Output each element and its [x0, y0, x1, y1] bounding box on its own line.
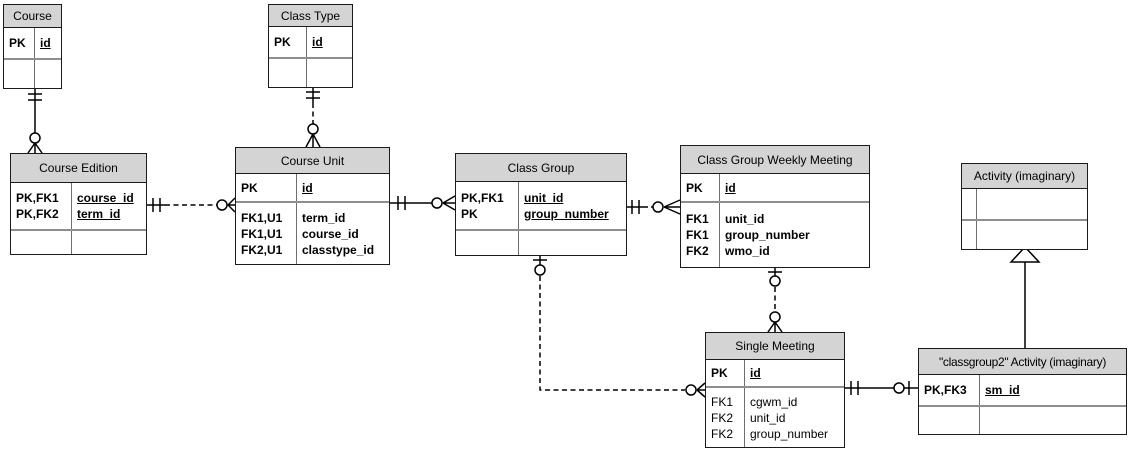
empty-section [919, 405, 1126, 434]
rel-single-meeting-to-classgroup2 [845, 381, 918, 395]
entity-classgroup2-activity: "classgroup2" Activity (imaginary) PK,FK… [918, 348, 1127, 435]
key-label: PK,FK3 [924, 383, 967, 397]
rel-course-edition-to-course-unit [147, 197, 236, 213]
key-label: PK [461, 206, 478, 221]
key-label: FK2 [711, 410, 734, 425]
attribute-row: PK id [681, 180, 869, 196]
attribute-row: PK group_number [456, 206, 626, 222]
key-label: FK2 [711, 426, 734, 441]
key-label: FK1,U1 [241, 210, 283, 225]
key-label: PK [711, 366, 728, 380]
attribute-row: FK2 group_number [706, 426, 844, 442]
key-label: PK [274, 35, 291, 49]
key-label: PK,FK1 [16, 191, 59, 205]
attribute-name: id [40, 36, 51, 50]
key-label: FK1 [686, 228, 709, 242]
attribute-name: term_id [77, 207, 121, 221]
attribute-name: term_id [302, 210, 346, 225]
entity-course-edition: Course Edition PK,FK1 course_id PK,FK2 t… [10, 153, 147, 255]
key-label: FK1 [711, 394, 734, 409]
attribute-row: PK id [269, 34, 352, 50]
empty-section [4, 58, 61, 88]
attribute-name: group_number [725, 228, 810, 242]
attribute-row: PK id [706, 365, 844, 381]
attribute-row: PK,FK1 unit_id [456, 190, 626, 206]
attribute-row: FK1,U1 term_id [236, 210, 389, 226]
attribute-row: FK1 group_number [681, 227, 869, 243]
entity-title: "classgroup2" Activity (imaginary) [919, 349, 1126, 375]
empty-section [962, 189, 1087, 219]
entity-title: Course Edition [11, 154, 146, 183]
entity-title: Class Group [456, 154, 626, 182]
attribute-row: PK,FK1 course_id [11, 190, 146, 206]
empty-section [456, 229, 626, 255]
entity-title: Single Meeting [706, 333, 844, 360]
rel-classgroup2-inherits-activity [1009, 245, 1041, 348]
entity-class-group-weekly-meeting: Class Group Weekly Meeting PK id FK1 uni… [680, 145, 870, 268]
attribute-row: FK1 unit_id [681, 211, 869, 227]
attribute-name: classtype_id [302, 242, 375, 257]
empty-section [962, 219, 1087, 249]
key-label: PK [9, 36, 26, 50]
key-label: PK [241, 180, 258, 195]
key-label: FK2,U1 [241, 242, 283, 257]
empty-section [269, 57, 352, 87]
attribute-row: PK id [236, 180, 389, 196]
key-label: PK,FK2 [16, 207, 59, 221]
attribute-name: id [750, 366, 761, 380]
rel-class-type-to-course-unit [305, 85, 321, 148]
attribute-name: group_number [750, 426, 829, 441]
key-label: FK1,U1 [241, 226, 283, 241]
entity-course-unit: Course Unit PK id FK1,U1 term_id FK1,U1 … [235, 147, 390, 265]
entity-title: Course Unit [236, 148, 389, 174]
attribute-name: wmo_id [725, 244, 770, 258]
attribute-row: FK1 cgwm_id [706, 394, 844, 410]
attribute-name: sm_id [985, 383, 1020, 397]
attribute-row: PK id [4, 35, 61, 51]
attribute-row: FK2 wmo_id [681, 243, 869, 259]
attribute-name: id [312, 35, 323, 49]
key-label: PK,FK1 [461, 190, 504, 205]
attribute-name: id [725, 180, 736, 195]
entity-single-meeting: Single Meeting PK id FK1 cgwm_id FK2 uni… [705, 332, 845, 448]
entity-activity-imaginary: Activity (imaginary) [961, 163, 1088, 250]
attribute-name: unit_id [524, 190, 564, 205]
attribute-name: cgwm_id [750, 394, 798, 409]
key-label: FK2 [686, 244, 709, 258]
attribute-row: PK,FK3 sm_id [919, 382, 1126, 398]
key-label: FK1 [686, 212, 709, 226]
entity-title: Activity (imaginary) [962, 164, 1087, 189]
entity-title: Class Group Weekly Meeting [681, 146, 869, 174]
empty-section [11, 229, 146, 254]
attribute-name: unit_id [750, 410, 786, 425]
rel-course-unit-to-class-group [390, 195, 456, 211]
rel-course-to-course-edition [27, 86, 43, 154]
attribute-row: FK1,U1 course_id [236, 226, 389, 242]
attribute-name: id [302, 180, 313, 195]
rel-weekly-meeting-to-single-meeting [767, 265, 783, 333]
rel-class-group-to-weekly-meeting [627, 199, 681, 215]
rel-class-group-to-single-meeting [533, 253, 706, 398]
attribute-name: course_id [77, 191, 134, 205]
entity-course: Course PK id [3, 4, 62, 89]
entity-class-group: Class Group PK,FK1 unit_id PK group_numb… [455, 153, 627, 256]
attribute-name: unit_id [725, 212, 765, 226]
key-label: PK [686, 180, 703, 195]
attribute-row: PK,FK2 term_id [11, 206, 146, 222]
attribute-row: FK2,U1 classtype_id [236, 242, 389, 258]
attribute-name: group_number [524, 206, 609, 221]
entity-title: Class Type [269, 5, 352, 27]
attribute-name: course_id [302, 226, 359, 241]
attribute-row: FK2 unit_id [706, 410, 844, 426]
entity-title: Course [4, 5, 61, 28]
entity-class-type: Class Type PK id [268, 4, 353, 88]
